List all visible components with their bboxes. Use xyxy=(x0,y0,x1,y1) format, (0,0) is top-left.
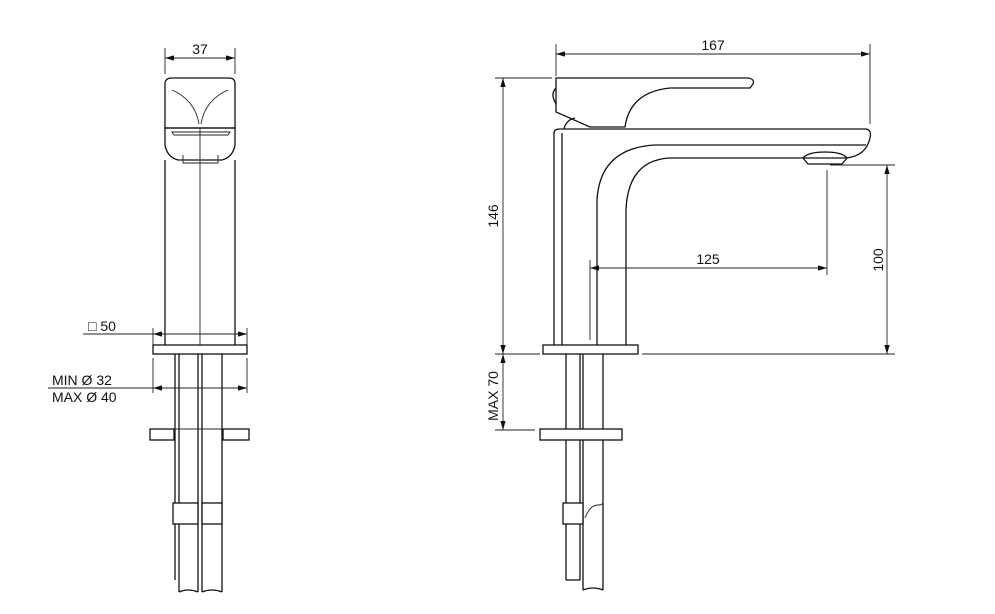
base-dimension: □ 50 xyxy=(83,318,248,345)
spout-height-dimension: 100 xyxy=(830,164,895,354)
length-dimension: 167 xyxy=(555,37,871,124)
hole-min-label: MIN Ø 32 xyxy=(52,372,112,388)
spout-height-label: 100 xyxy=(870,248,886,272)
faucet-front-body xyxy=(152,77,248,355)
front-view: 37 □ 50 MIN Ø 32 MAX Ø 40 xyxy=(48,41,250,593)
side-view: 167 146 100 125 xyxy=(485,37,895,591)
reach-label: 125 xyxy=(696,251,720,267)
hole-max-label: MAX Ø 40 xyxy=(52,389,117,405)
side-mounting-assembly xyxy=(539,354,623,591)
front-mounting-assembly xyxy=(149,354,250,593)
faucet-side-body xyxy=(542,77,872,355)
hole-dimension: MIN Ø 32 MAX Ø 40 xyxy=(48,358,248,405)
deck-thickness-dimension: MAX 70 xyxy=(485,354,535,431)
width-dimension: 37 xyxy=(164,41,236,74)
reach-dimension: 125 xyxy=(589,170,828,340)
width-label: 37 xyxy=(192,41,208,57)
height-label: 146 xyxy=(485,204,501,228)
length-label: 167 xyxy=(701,37,725,53)
base-size-label: □ 50 xyxy=(88,318,116,334)
height-dimension: 146 xyxy=(485,77,895,355)
deck-thickness-label: MAX 70 xyxy=(485,371,501,421)
